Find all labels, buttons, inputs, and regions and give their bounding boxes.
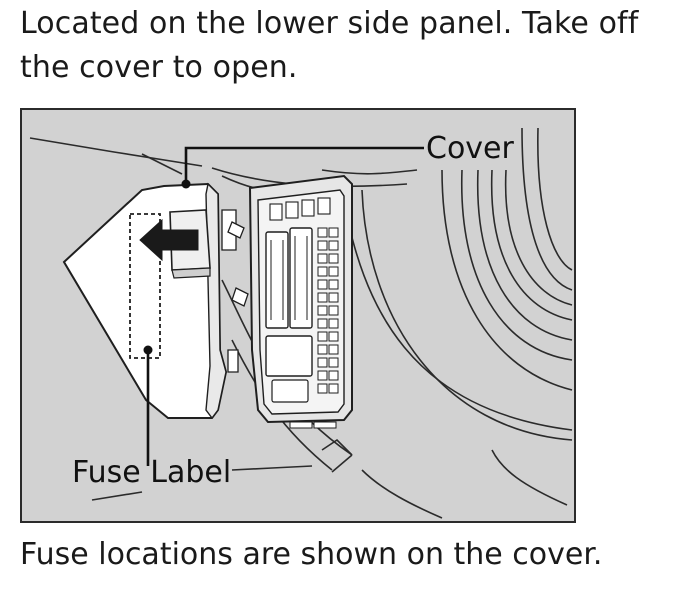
- fuse-label-leader-dot: [143, 345, 153, 355]
- fuse-box: [248, 174, 353, 429]
- cover-leader-dot: [181, 179, 191, 189]
- fuse-box-cover: [62, 182, 228, 420]
- callout-leaders: [146, 146, 424, 466]
- cover-callout: Cover: [426, 131, 515, 166]
- instruction-line-2: the cover to open.: [20, 50, 298, 85]
- fuse-grid: [317, 227, 339, 394]
- fuse-box-drawing: Cover Fuse Label: [29, 127, 573, 519]
- fuse-box-illustration: Cover Fuse Label: [20, 108, 576, 523]
- caption-text: Fuse locations are shown on the cover.: [20, 537, 603, 572]
- instruction-text: Located on the lower side panel. Take of…: [20, 2, 690, 90]
- instruction-line-1: Located on the lower side panel. Take of…: [20, 6, 639, 41]
- fuse-label-outline: [129, 213, 161, 359]
- mounting-clips: [221, 209, 249, 373]
- fuse-label-callout: Fuse Label: [72, 455, 231, 490]
- removal-arrow: [139, 218, 199, 262]
